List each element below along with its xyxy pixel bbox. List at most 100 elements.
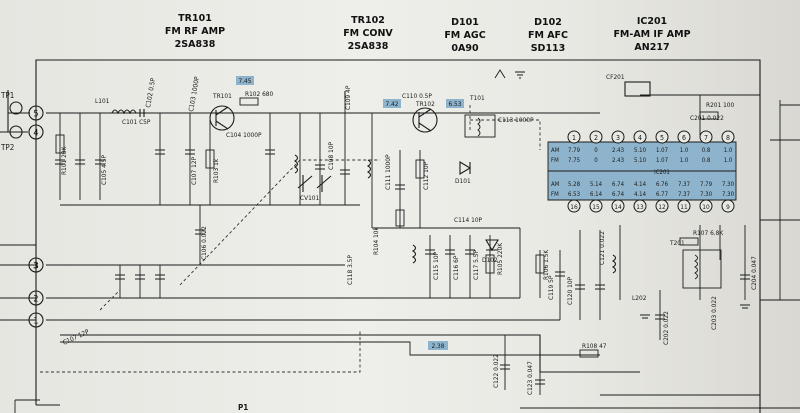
ic-cell: 6.14 — [590, 191, 603, 198]
header-ref: D101 — [451, 17, 479, 28]
label-r107: R107 6.8K — [693, 229, 723, 237]
label-c116: C116 6P — [452, 255, 460, 280]
label-c115: C115 10P — [432, 251, 440, 280]
voltage-tag — [428, 341, 448, 350]
header-d101: D101 FM AGC 0A90 — [444, 17, 485, 54]
header-d102: D102 FM AFC SD113 — [528, 17, 568, 54]
ic-cell: 5.10 — [634, 147, 647, 154]
label-t101: T101 — [469, 94, 485, 102]
ic-mode-label: FM — [551, 157, 559, 164]
ic-cell: 2.43 — [612, 157, 624, 164]
ic-pin-number: 4 — [638, 134, 642, 142]
label-p1: P1 — [238, 403, 248, 412]
ic-pin-number: 9 — [726, 203, 730, 211]
ic-pin-number: 2 — [594, 134, 598, 142]
ic-cell: 6.74 — [612, 181, 625, 188]
ic-cell: 6.77 — [656, 191, 668, 198]
label-r108: R108 47 — [582, 342, 607, 350]
ic-pin-number: 8 — [726, 134, 730, 142]
ic-pin-number: 5 — [660, 134, 664, 142]
terminal-1 — [28, 312, 44, 328]
label-c106: C106 0.022 — [200, 226, 208, 260]
ic-pin-number: 14 — [614, 203, 622, 211]
transformer-t101 — [464, 114, 496, 138]
terminal-4-label: 4 — [33, 129, 38, 139]
header-part: 0A90 — [451, 43, 479, 54]
ic-pin-number: 16 — [570, 203, 578, 211]
ic-cell: 7.30 — [722, 191, 735, 198]
ic-pin-number: 13 — [636, 203, 644, 211]
ic-pin — [589, 130, 603, 144]
ic-pin — [633, 199, 647, 213]
ic-mode-label: AM — [551, 181, 560, 188]
label-l101: L101 — [95, 97, 110, 105]
voltage-tag — [446, 99, 464, 108]
label-c111: C111 1000P — [384, 154, 392, 190]
ic-cell: 6.53 — [568, 191, 580, 198]
label-tr102: TR102 — [415, 100, 435, 108]
label-bottom-cap: C107 12P — [61, 328, 90, 347]
terminal-3-label: 3 — [33, 262, 39, 272]
ic-cell: 6.74 — [612, 191, 625, 198]
label-c203: C203 0.022 — [710, 296, 718, 330]
ic-cell: 5.14 — [590, 181, 603, 188]
header-ref: TR102 — [351, 15, 385, 26]
label-c122: C122 0.022 — [492, 354, 500, 388]
label-c112: C112 10P — [422, 161, 430, 190]
ic-cell: 7.30 — [700, 191, 713, 198]
label-c104: C104 1000P — [226, 131, 262, 139]
label-c108: C108 10P — [327, 141, 335, 170]
transistor-tr102 — [412, 107, 438, 133]
label-c110: C110 0.5P — [402, 92, 432, 100]
voltage-value: 7.45 — [238, 77, 251, 85]
wiring — [0, 59, 800, 413]
header-part: 2SA838 — [175, 39, 216, 50]
ic-cell: 5.28 — [568, 181, 581, 188]
ic-pin — [721, 130, 735, 144]
label-r101: R101 20K — [60, 146, 68, 175]
ic-cell: 1.07 — [656, 147, 668, 154]
ic-pin — [655, 199, 669, 213]
ceramic-filter — [624, 81, 651, 97]
ic-pin-number: 7 — [704, 134, 708, 142]
ic-cell: 7.79 — [700, 181, 713, 188]
label-c105: C105 4.5P — [100, 155, 108, 185]
ic-mode-label: FM — [551, 191, 559, 198]
label-c121: C121 0.022 — [598, 231, 606, 265]
voltage-tags: 7.45 7.42 6.53 2.38 — [236, 76, 464, 350]
label-c119: C119 5P — [547, 275, 555, 300]
transistor-tr101 — [209, 105, 235, 131]
header-tr101: TR101 FM RF AMP 2SA838 — [165, 13, 225, 50]
coil-l101 — [111, 109, 137, 115]
label-d102: D102 — [482, 256, 498, 264]
component-labels: L101 C101 C5P C102 0.5P C103 1000P TR101… — [60, 73, 758, 412]
voltage-value: 7.42 — [385, 100, 398, 108]
ic-pin — [677, 130, 691, 144]
header-part: AN217 — [634, 42, 669, 53]
label-c102: C102 0.5P — [144, 77, 157, 108]
terminals: TP1 TP2 5 4 3 2 1 — [0, 91, 44, 328]
terminal-5 — [28, 105, 44, 121]
label-c118: C118 3.5P — [346, 255, 354, 285]
ic-pin-number: 3 — [616, 134, 620, 142]
label-cf201: CF201 — [606, 73, 625, 81]
voltage-value: 2.38 — [431, 342, 444, 350]
ic-cell: 5.10 — [634, 157, 647, 164]
header-ref: TR101 — [178, 13, 212, 24]
label-c114: C114 10P — [454, 216, 483, 224]
ic-cell: 2.43 — [612, 147, 624, 154]
label-c123: C123 0.047 — [526, 361, 534, 395]
tp2-label: TP2 — [0, 143, 14, 152]
test-point-tp1 — [9, 101, 23, 115]
ic-cell: 7.37 — [678, 191, 690, 198]
ic-cell: 7.79 — [568, 147, 581, 154]
ic-cell: 1.0 — [724, 157, 733, 164]
label-r104: R104 10k — [372, 226, 380, 255]
ic-cell: 4.14 — [634, 191, 647, 198]
voltage-tag — [236, 76, 254, 85]
voltage-value: 6.53 — [448, 100, 461, 108]
ic-pin — [633, 130, 647, 144]
label-r106: R106 1.5K — [542, 250, 550, 280]
